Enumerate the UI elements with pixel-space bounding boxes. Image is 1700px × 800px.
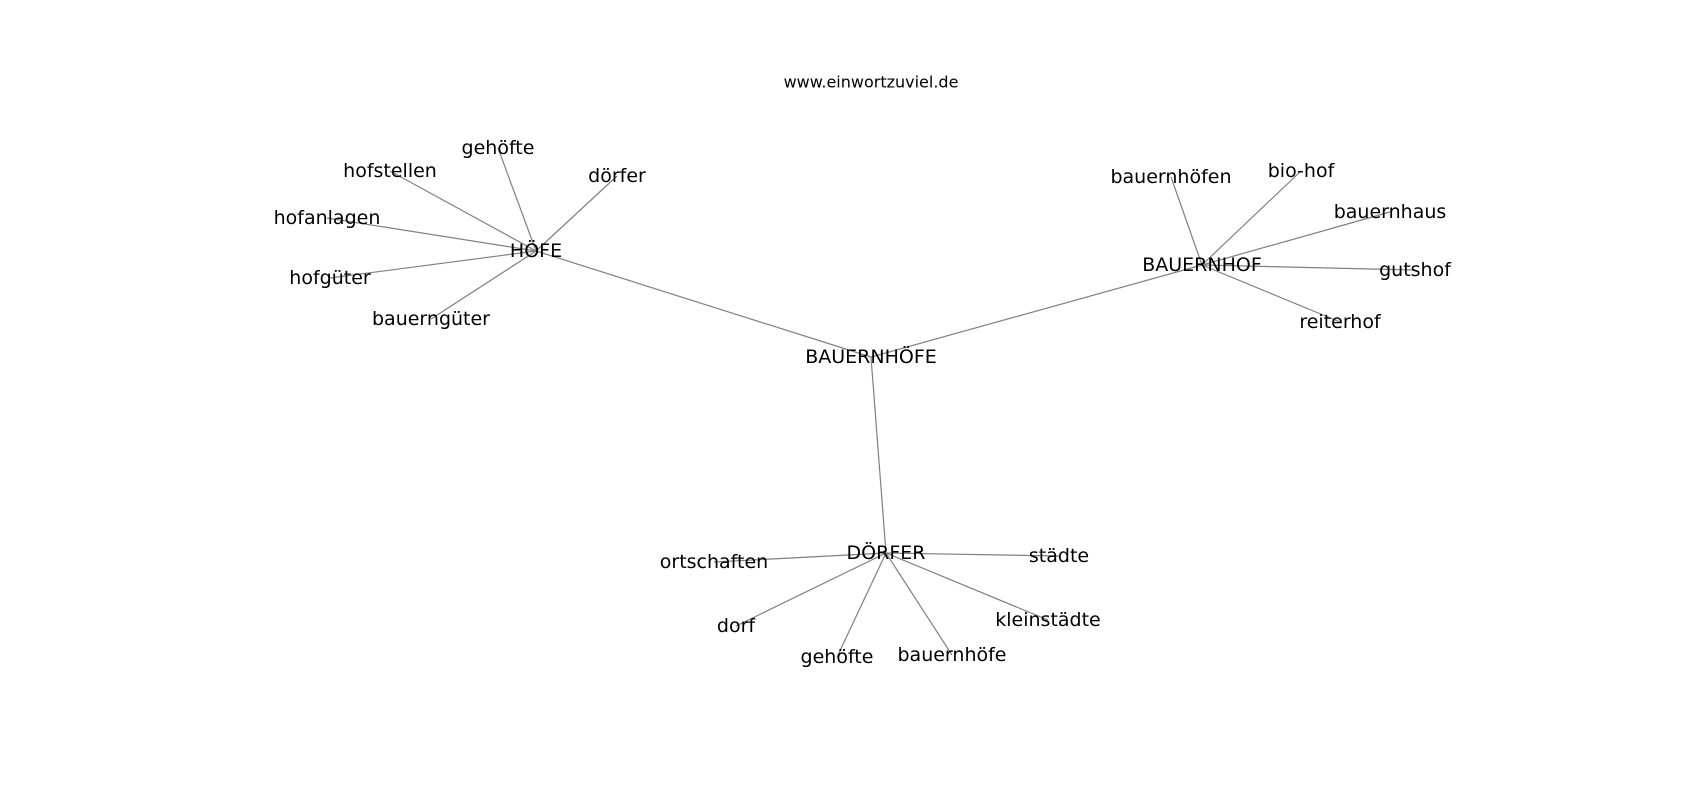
leaf-node: bio-hof [1268,160,1336,182]
edge-center-to-group [870,264,1203,358]
leaf-node: bauerngüter [372,308,490,330]
leaf-node: bauernhöfen [1110,166,1231,188]
leaf-node: dörfer [588,165,646,187]
group-node: BAUERNHOF [1142,254,1262,276]
edge-group-to-leaf [329,250,537,279]
leaf-node: hofgüter [289,267,371,289]
edge-center-to-group [870,356,887,554]
graph-labels: BAUERNHÖFE HÖFE gehöfte dörfer hofstellen hof… [274,137,1453,668]
edge-group-to-leaf [326,217,537,252]
edge-group-to-leaf [430,250,537,320]
leaf-node: bauernhöfe [898,644,1007,666]
leaf-node: hofstellen [343,160,437,182]
edge-group-to-leaf [1201,211,1391,266]
edge-group-to-leaf [535,175,618,252]
leaf-node: ortschaften [660,551,768,573]
edge-center-to-group [535,250,872,358]
edge-group-to-leaf [713,552,887,563]
leaf-node: kleinstädte [995,609,1100,631]
group-node: HÖFE [510,239,562,262]
edge-group-to-leaf [1201,170,1302,266]
edge-group-to-leaf [885,552,1060,557]
edge-group-to-leaf [735,552,887,627]
leaf-node: städte [1029,545,1089,567]
group-node: DÖRFER [847,541,926,564]
edge-group-to-leaf [1170,176,1203,266]
leaf-node: bauernhaus [1334,201,1447,223]
edge-group-to-leaf [1201,264,1416,271]
edge-group-to-leaf [836,552,887,658]
graph-edges [326,147,1416,658]
leaf-node: reiterhof [1299,311,1382,333]
edge-group-to-leaf [1201,264,1341,323]
edge-group-to-leaf [885,552,953,656]
leaf-node: hofanlagen [274,207,381,229]
leaf-node: gehöfte [462,137,535,159]
edge-group-to-leaf [497,147,537,252]
leaf-node: gehöfte [801,646,874,668]
site-url-label: www.einwortzuviel.de [784,73,959,92]
edge-group-to-leaf [885,552,1049,621]
edge-group-to-leaf [389,170,537,252]
center-node: BAUERNHÖFE [805,345,937,368]
leaf-node: gutshof [1379,259,1452,281]
leaf-node: dorf [717,615,756,637]
